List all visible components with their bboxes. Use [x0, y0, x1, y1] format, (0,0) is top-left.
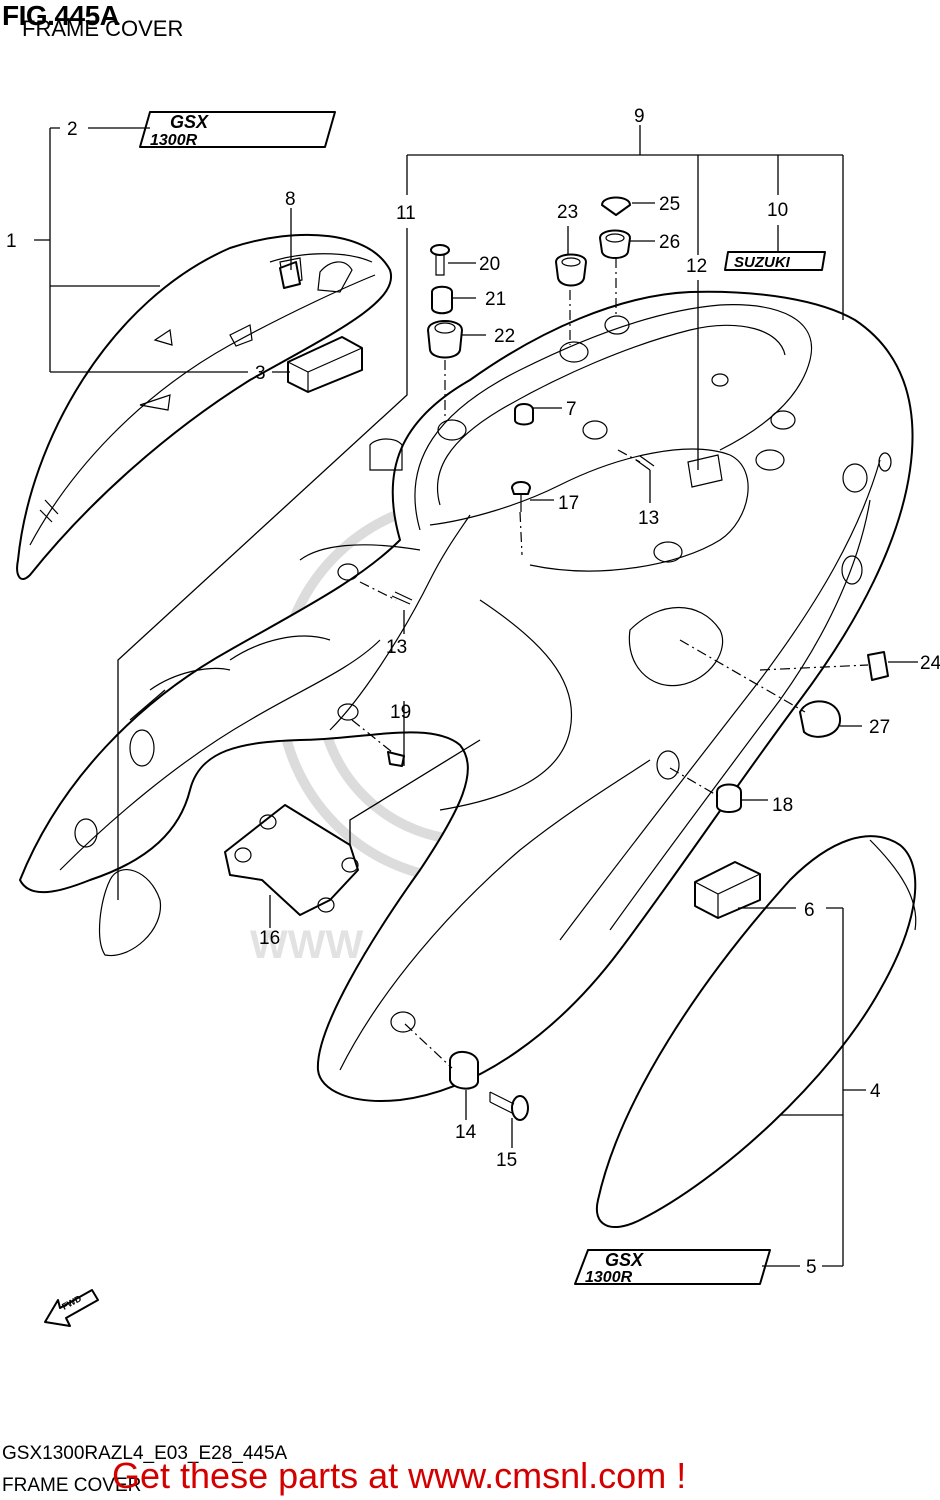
callout-12: 12 — [686, 256, 707, 277]
promo-link[interactable]: Get these parts at www.cmsnl.com ! — [112, 1455, 687, 1496]
gsx-decal-lower: GSX 1300R — [574, 1249, 771, 1286]
callout-21: 21 — [485, 289, 506, 310]
figure-subtitle: FRAME COVER — [22, 16, 184, 41]
callout-11: 11 — [396, 203, 416, 224]
callout-13-side: 13 — [386, 637, 407, 658]
callout-10: 10 — [767, 200, 788, 221]
callout-17: 17 — [558, 493, 579, 514]
mounting-holes — [74, 315, 892, 1033]
section-name: FRAME COVER — [2, 1475, 142, 1496]
right-side-cover — [595, 835, 917, 1229]
decal-text-gsx-lower: GSX — [605, 1250, 644, 1270]
cushion-3 — [287, 336, 363, 393]
callout-numbers: 1 2 3 4 5 6 7 8 9 10 11 12 13 13 14 15 1… — [6, 106, 940, 1278]
frame-cover-assembly — [19, 290, 914, 1102]
left-side-cover — [16, 233, 393, 580]
callout-27: 27 — [869, 717, 890, 738]
decal-text-1300r: 1300R — [150, 132, 198, 149]
callout-2: 2 — [67, 119, 78, 140]
model-code: GSX1300RAZL4_E03_E28_445A — [2, 1443, 288, 1464]
gsx-decal-upper: GSX 1300R — [139, 111, 336, 149]
callout-7: 7 — [566, 399, 577, 420]
decal-text-gsx: GSX — [170, 112, 209, 132]
callout-9: 9 — [634, 106, 645, 127]
callout-23: 23 — [557, 202, 578, 223]
cushion-6 — [694, 861, 761, 919]
callout-13-seat: 13 — [638, 508, 659, 529]
callout-26: 26 — [659, 232, 680, 253]
forward-direction-arrow: FWD — [44, 1289, 99, 1327]
decal-text-1300r-lower: 1300R — [585, 1269, 633, 1286]
callout-1: 1 — [6, 231, 17, 252]
callout-16: 16 — [259, 928, 280, 949]
callout-4: 4 — [870, 1081, 881, 1102]
callout-15: 15 — [496, 1150, 517, 1171]
callout-22: 22 — [494, 326, 515, 347]
callout-20: 20 — [479, 254, 500, 275]
figure-title: FIG.445A — [2, 0, 120, 31]
callout-8: 8 — [285, 189, 296, 210]
callout-6: 6 — [804, 900, 815, 921]
callout-3: 3 — [255, 363, 266, 384]
suzuki-emblem: SUZUKI — [724, 251, 826, 271]
callout-5: 5 — [806, 1257, 817, 1278]
callout-18: 18 — [772, 795, 793, 816]
callout-19: 19 — [390, 702, 411, 723]
callout-24: 24 — [920, 653, 940, 674]
callout-25: 25 — [659, 194, 680, 215]
emblem-text: SUZUKI — [734, 254, 791, 271]
hardware — [224, 196, 889, 1121]
leader-lines — [34, 125, 918, 1267]
callout-14: 14 — [455, 1122, 477, 1143]
